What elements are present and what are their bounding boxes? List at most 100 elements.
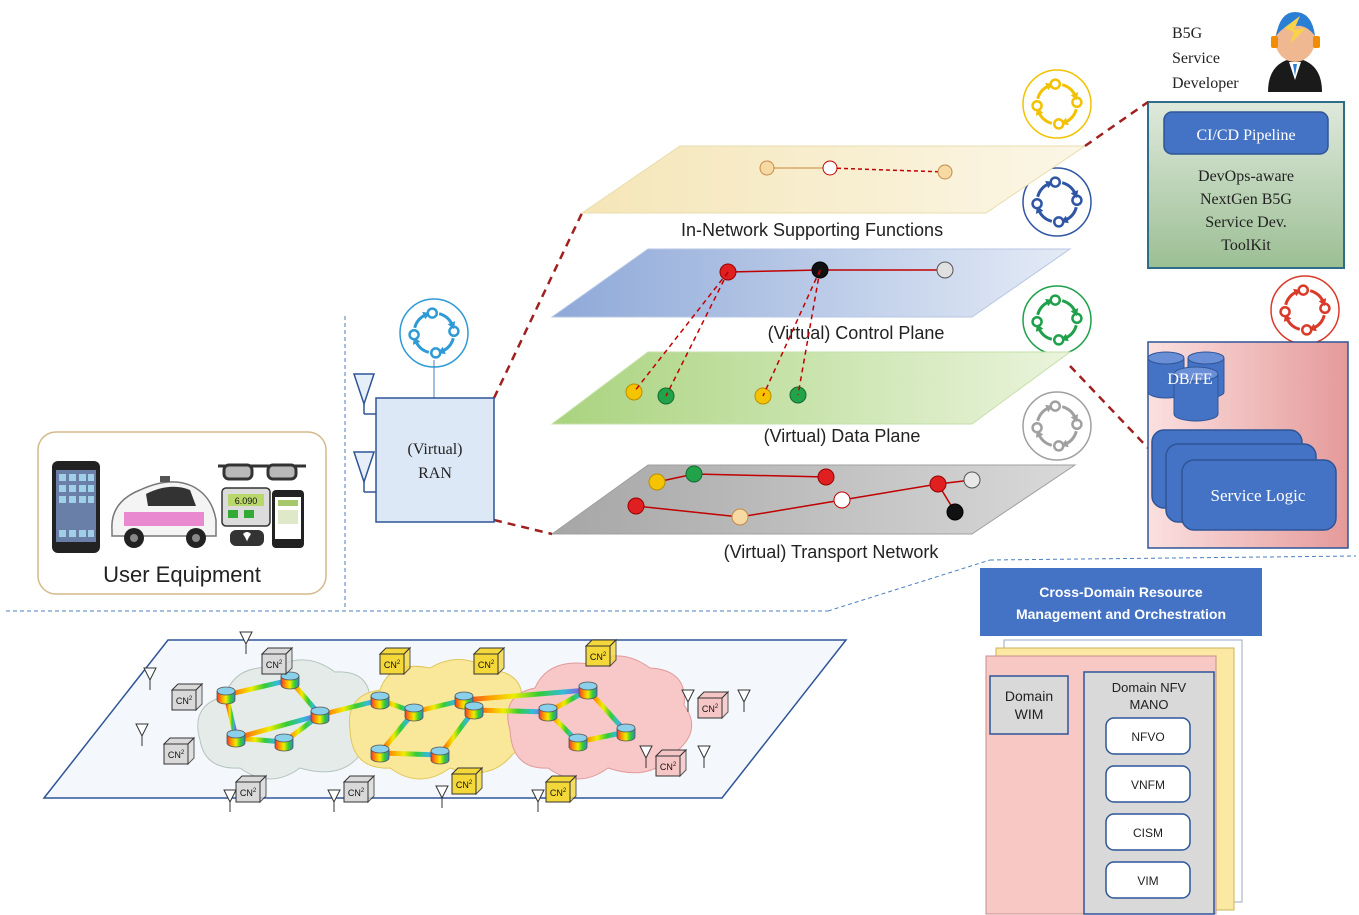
mano-component-label: CISM <box>1133 826 1163 840</box>
orchestration-title-box <box>980 568 1262 636</box>
antenna-icon <box>737 689 751 712</box>
cn-node-icon: CN2 <box>696 690 730 720</box>
data-plane: (Virtual) Data Plane <box>550 351 1072 446</box>
database-icon <box>1147 351 1225 422</box>
transport-node <box>731 508 749 526</box>
ran-box <box>375 397 495 523</box>
mano-component-label: VNFM <box>1131 778 1165 792</box>
network-link <box>223 677 293 698</box>
cn-node-icon: CN2 <box>378 646 412 676</box>
router-icon <box>280 671 300 690</box>
antenna-icon <box>223 789 237 812</box>
cicd-pipeline-label: CI/CD Pipeline <box>1196 127 1295 144</box>
smartphone-icon <box>52 461 100 553</box>
db-fe-label: DB/FE <box>1167 371 1212 388</box>
support-node <box>759 160 775 176</box>
cn-node-label: CN2 <box>176 696 193 706</box>
cn-node-label: CN2 <box>168 750 185 760</box>
toolkit-text-line2: NextGen B5G <box>1200 191 1292 208</box>
mano-component-cism[interactable]: CISM <box>1105 813 1191 851</box>
transport-node <box>627 497 645 515</box>
cycle-icon <box>399 298 469 368</box>
developer-label-line2: Service <box>1172 50 1220 67</box>
domain-wim-box[interactable] <box>989 675 1069 735</box>
toolkit-text-line3: Service Dev. <box>1205 214 1287 231</box>
data-plane-label: (Virtual) Data Plane <box>764 426 921 446</box>
ran-group: (Virtual) RAN <box>344 316 495 608</box>
network-link <box>233 712 323 741</box>
router-icon <box>568 733 588 752</box>
developer-avatar-icon <box>1268 12 1322 92</box>
toolkit-text-line4: ToolKit <box>1221 237 1271 254</box>
transport-node <box>929 475 947 493</box>
transport-node <box>946 503 964 521</box>
control-data-links <box>633 269 821 397</box>
antenna-icon <box>697 745 711 768</box>
routers-group <box>216 671 636 765</box>
router-icon <box>310 706 330 725</box>
cycle-icon <box>1270 275 1340 345</box>
mano-component-vnfm[interactable]: VNFM <box>1105 765 1191 803</box>
router-icon <box>226 729 246 748</box>
domain-wim-line2: WIM <box>1015 706 1044 722</box>
ran-antenna-icon <box>352 373 376 493</box>
cycle-icon <box>1022 167 1092 237</box>
transport-plane-label: (Virtual) Transport Network <box>724 542 940 562</box>
transport-node <box>648 473 666 491</box>
mano-component-nfvo[interactable]: NFVO <box>1105 717 1191 755</box>
router-icon <box>430 746 450 765</box>
mano-component-vim[interactable]: VIM <box>1105 861 1191 899</box>
mano-components: NFVO VNFM CISM VIM <box>1105 717 1191 899</box>
transport-node <box>963 471 981 489</box>
cn-node-icon: CN2 <box>544 774 578 804</box>
cn-node-label: CN2 <box>702 704 719 714</box>
domain-mano-line1: Domain NFV <box>1112 680 1187 695</box>
supporting-functions-plane: In-Network Supporting Functions <box>580 145 1087 240</box>
router-icon <box>370 691 390 710</box>
antenna-icon <box>239 631 253 654</box>
router-icon <box>616 723 636 742</box>
cn-node-label: CN2 <box>240 788 257 798</box>
developer-group: B5G Service Developer <box>1172 12 1322 92</box>
domain-mano-line2: MANO <box>1130 697 1169 712</box>
service-logic-card[interactable] <box>1181 459 1337 531</box>
transport-node <box>685 465 703 483</box>
cycle-icon <box>1022 69 1092 139</box>
supporting-plane-label: In-Network Supporting Functions <box>681 220 943 240</box>
connector-lines <box>492 100 1149 536</box>
antenna-icon <box>435 785 449 808</box>
transport-node <box>817 468 835 486</box>
network-link <box>317 697 383 718</box>
toolkit-text-line1: DevOps-aware <box>1198 168 1294 185</box>
mano-component-label: NFVO <box>1131 730 1164 744</box>
mano-component-label: VIM <box>1137 874 1158 888</box>
antenna-icon <box>135 723 149 746</box>
cn-node-icon: CN2 <box>260 646 294 676</box>
service-host-group: DB/FE Service Logic <box>1147 341 1349 549</box>
ran-label-line2: RAN <box>418 465 452 482</box>
antenna-icon <box>639 745 653 768</box>
control-plane: (Virtual) Control Plane <box>550 248 1072 343</box>
router-icon <box>464 701 484 720</box>
transport-plane: (Virtual) Transport Network <box>550 464 1077 562</box>
antenna-icon <box>531 789 545 812</box>
service-logic-label: Service Logic <box>1211 486 1306 505</box>
cn-node-label: CN2 <box>456 780 473 790</box>
cn-node-label: CN2 <box>348 788 365 798</box>
data-node <box>625 383 643 401</box>
transport-node <box>833 491 851 509</box>
cicd-pipeline-button[interactable] <box>1163 111 1329 155</box>
health-monitor-value: 6.090 <box>235 496 258 506</box>
orchestration-title-line2: Management and Orchestration <box>1016 606 1226 622</box>
router-icon <box>404 703 424 722</box>
orchestration-group: Cross-Domain Resource Management and Orc… <box>980 568 1262 915</box>
network-link <box>461 687 591 703</box>
cycle-icon <box>1022 285 1092 355</box>
domain-wim-line1: Domain <box>1005 688 1053 704</box>
antenna-icon <box>327 789 341 812</box>
cn-node-label: CN2 <box>550 788 567 798</box>
cn-node-icon: CN2 <box>584 638 618 668</box>
